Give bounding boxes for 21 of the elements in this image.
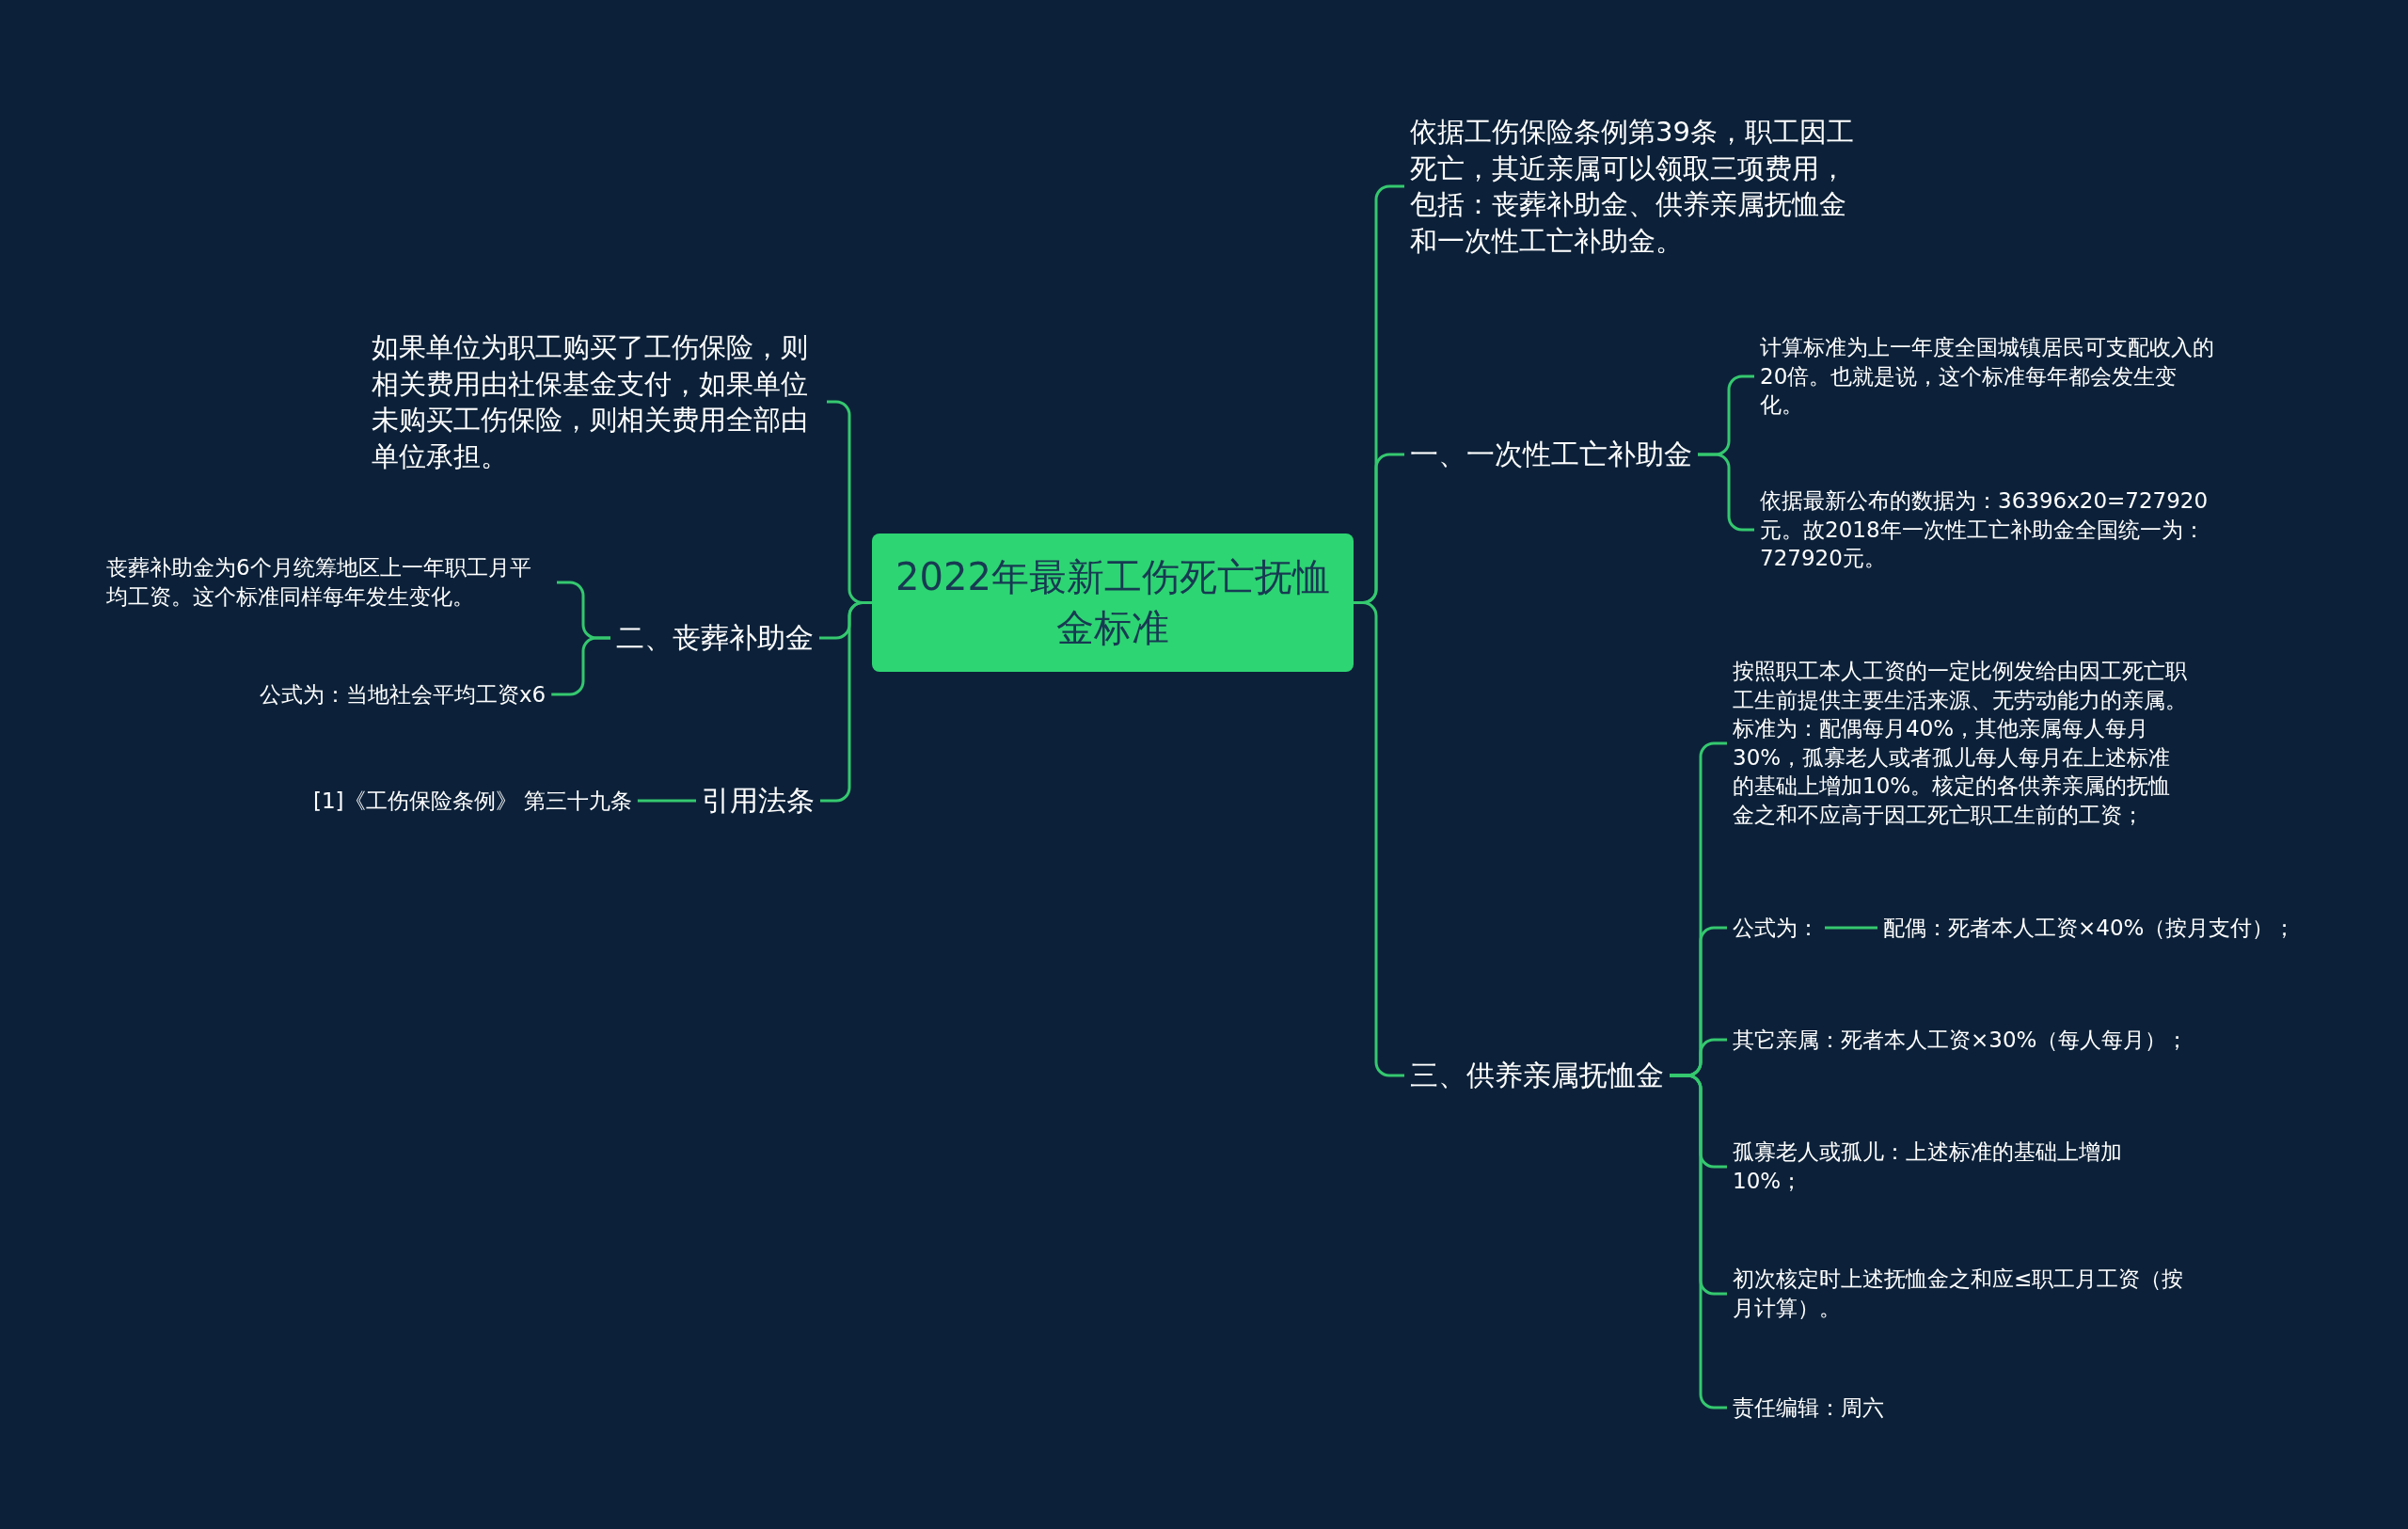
note-text: 其它亲属：死者本人工资×30%（每人每月）； [1727, 1025, 2197, 1055]
note-text: 公式为： [1727, 913, 1825, 943]
note-text: 责任编辑：周六 [1727, 1393, 1890, 1423]
note-text: 丧葬补助金为6个月统筹地区上一年职工月平均工资。这个标准同样每年发生变化。 [101, 553, 557, 612]
note-text: 依据最新公布的数据为：36396x20=727920元。故2018年一次性工亡补助金全国统一为：727920元。 [1754, 486, 2225, 573]
note-text: 初次核定时上述抚恤金之和应≤职工月工资（按月计算）。 [1727, 1265, 2197, 1323]
connector-line [1825, 926, 1877, 930]
topic-text: 引用法条 [696, 782, 820, 820]
note-text: 计算标准为上一年度全国城镇居民可支配收入的20倍。也就是说，这个标准每年都会发生变化。 [1754, 333, 2225, 420]
note-text: [1]《工伤保险条例》 第三十九条 [308, 786, 638, 816]
topic-text: 一、一次性工亡补助金 [1404, 436, 1698, 473]
topic-text: 三、供养亲属抚恤金 [1404, 1057, 1670, 1094]
topic-text: 如果单位为职工购买了工伤保险，则相关费用由社保基金支付，如果单位未购买工伤保险，则相关费用全部由单位承担。 [366, 328, 827, 475]
note-text: 孤寡老人或孤儿：上述标准的基础上增加10%； [1727, 1138, 2197, 1196]
central-topic-box: 2022年最新工伤死亡抚恤金标准 [872, 534, 1354, 672]
note-text: 按照职工本人工资的一定比例发给由因工死亡职工生前提供主要生活来源、无劳动能力的亲属。标准为：配偶每月40%，其他亲属每人每月30%，孤寡老人或者孤儿每人每月在上述标准的基础上增加10%。核定的各供养亲属的抚恤金之和不应高于因工死亡职工生前的工资； [1727, 657, 2197, 830]
connector-line [637, 799, 696, 803]
note-text: 公式为：当地社会平均工资x6 [254, 679, 552, 709]
note-text: 配偶：死者本人工资×40%（按月支付）； [1877, 913, 2302, 943]
topic-text: 依据工伤保险条例第39条，职工因工死亡，其近亲属可以领取三项费用，包括：丧葬补助金、供养亲属抚恤金和一次性工亡补助金。 [1404, 113, 1865, 260]
topic-text: 二、丧葬补助金 [610, 619, 819, 657]
